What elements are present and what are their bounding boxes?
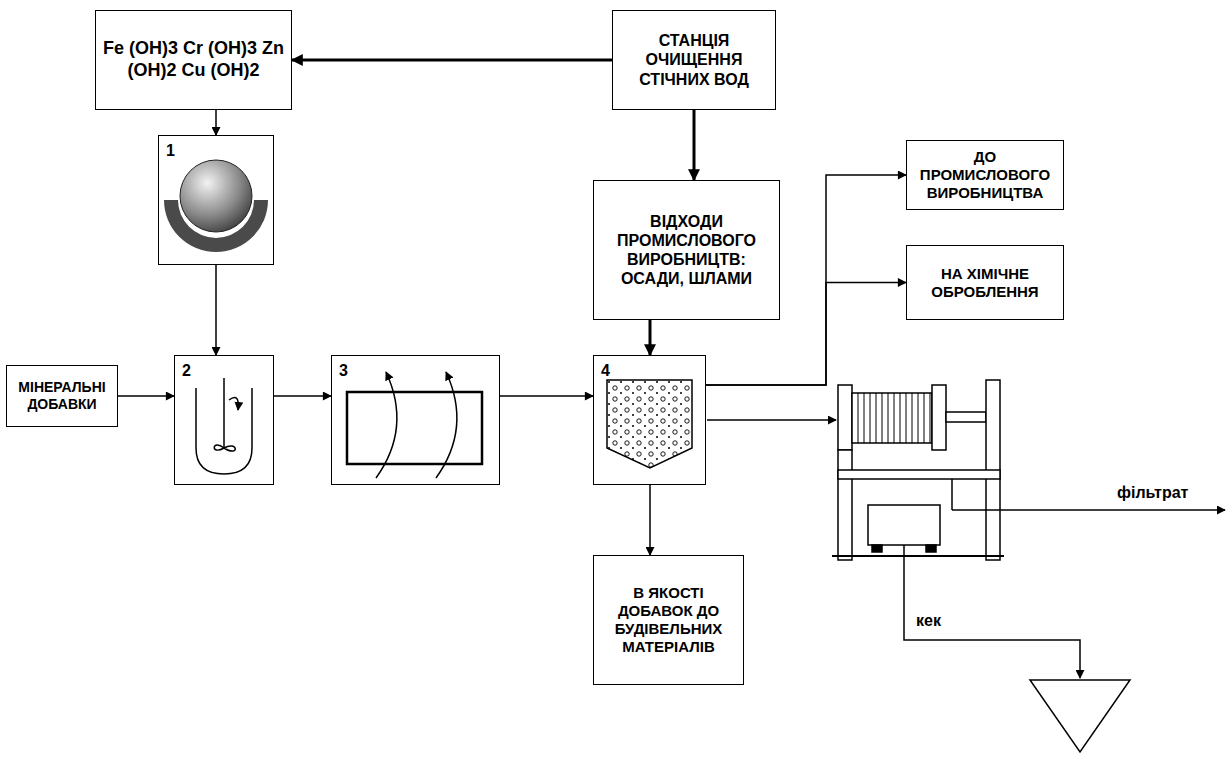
box-text: НА ХІМІЧНЕ ОБРОБЛЕННЯ bbox=[913, 265, 1057, 301]
callout-number: 4 bbox=[601, 361, 610, 380]
flow-arrow bbox=[649, 320, 652, 355]
flow-arrow bbox=[649, 485, 651, 555]
flow-arrow bbox=[215, 265, 217, 355]
mill-box: 1 bbox=[158, 135, 274, 265]
cake-label: кек bbox=[914, 612, 943, 630]
flow-arrow bbox=[693, 110, 696, 180]
flow-arrow bbox=[274, 395, 331, 397]
box-text: Fe (OH)3 Cr (OH)3 Zn (OH)2 Cu (OH)2 bbox=[102, 38, 285, 81]
callout-number: 1 bbox=[166, 141, 175, 160]
box-text: ДО ПРОМИСЛОВОГО ВИРОБНИЦТВА bbox=[913, 148, 1057, 202]
ball-mill bbox=[164, 160, 268, 252]
callout-number: 2 bbox=[182, 361, 191, 380]
treatment-station-box: СТАНЦІЯ ОЧИЩЕННЯ СТІЧНИХ ВОД bbox=[612, 10, 776, 110]
filter-press bbox=[832, 380, 1004, 560]
cake-bin bbox=[1030, 680, 1130, 752]
mixer-box: 2 bbox=[174, 355, 274, 485]
box-text: МІНЕРАЛЬНІ ДОБАВКИ bbox=[13, 379, 111, 413]
building-materials-box: В ЯКОСТІ ДОБАВОК ДО БУДІВЕЛЬНИХ МАТЕРІАЛ… bbox=[593, 555, 744, 685]
waste-box: ВІДХОДИ ПРОМИСЛОВОГО ВИРОБНИЦТВ: ОСАДИ, … bbox=[593, 180, 780, 320]
settler-box: 4 bbox=[593, 355, 706, 485]
box-text: В ЯКОСТІ ДОБАВОК ДО БУДІВЕЛЬНИХ МАТЕРІАЛ… bbox=[600, 584, 737, 656]
flow-arrow bbox=[500, 395, 593, 397]
flow-arrow bbox=[292, 59, 612, 62]
dryer-unit bbox=[347, 372, 482, 478]
filtrate-line bbox=[952, 509, 1225, 511]
flow-arrow bbox=[215, 110, 217, 135]
hydroxides-box: Fe (OH)3 Cr (OH)3 Zn (OH)2 Cu (OH)2 bbox=[95, 10, 292, 110]
settling-hopper bbox=[607, 380, 692, 468]
feed-line bbox=[707, 419, 836, 421]
flow-arrow bbox=[706, 283, 906, 386]
filtrate-label: фільтрат bbox=[1115, 484, 1190, 502]
callout-number: 3 bbox=[339, 361, 348, 380]
box-text: ВІДХОДИ ПРОМИСЛОВОГО ВИРОБНИЦТВ: ОСАДИ, … bbox=[600, 212, 773, 289]
dryer-box: 3 bbox=[331, 355, 500, 485]
cake-line bbox=[904, 545, 1080, 678]
box-text: СТАНЦІЯ ОЧИЩЕННЯ СТІЧНИХ ВОД bbox=[619, 31, 769, 89]
mixer-vessel bbox=[196, 378, 252, 474]
flow-arrow bbox=[118, 395, 174, 397]
mineral-additives-box: МІНЕРАЛЬНІ ДОБАВКИ bbox=[6, 365, 118, 427]
industry-box: ДО ПРОМИСЛОВОГО ВИРОБНИЦТВА bbox=[906, 140, 1064, 210]
chemical-treatment-box: НА ХІМІЧНЕ ОБРОБЛЕННЯ bbox=[906, 245, 1064, 320]
